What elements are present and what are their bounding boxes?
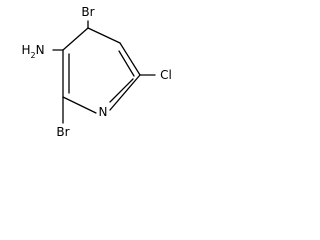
bond-n1-c6	[109, 74, 141, 111]
atom-label-n: N	[99, 105, 108, 119]
bond-c4-c5	[87, 27, 121, 44]
bond-c5-c6	[119, 42, 141, 76]
chemical-structure: Br H2N Cl N Br	[21, 5, 172, 139]
bond-c4-c3	[62, 27, 89, 51]
atom-label-amine: H2N	[21, 43, 44, 60]
bond-double-c5-c6	[118, 50, 135, 77]
bond-double-n1-c6	[109, 78, 134, 103]
bonds	[52, 20, 156, 124]
atom-label-br-top: Br	[81, 5, 94, 19]
atom-label-cl: Cl	[160, 68, 172, 82]
bond-c2-n1	[62, 96, 97, 114]
atom-label-br-bottom: Br	[56, 125, 69, 139]
